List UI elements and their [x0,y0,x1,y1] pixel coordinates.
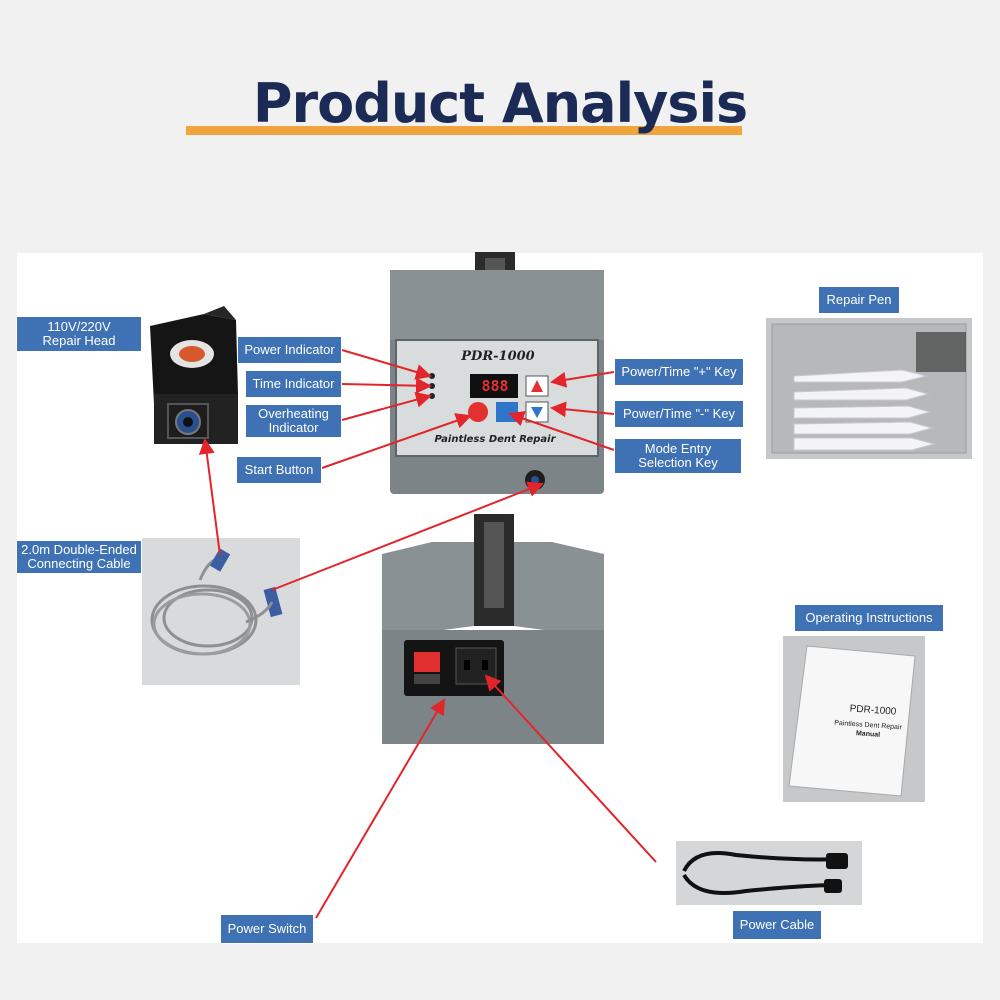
label-time-indicator: Time Indicator [245,370,342,398]
label-mode-entry-line1: Mode Entry [644,441,712,456]
label-plus-key: Power/Time "+" Key [614,358,744,386]
title-underline [186,126,742,135]
label-overheating-line2: Indicator [268,420,319,435]
label-power-cable: Power Cable [732,910,822,940]
label-overheating-indicator: Overheating Indicator [245,404,342,438]
label-minus-key: Power/Time "-" Key [614,400,744,428]
device-lcd-display: 888 [481,377,509,395]
device-back-image [382,514,604,744]
title-area: Product Analysis [0,70,1000,150]
label-repair-pen: Repair Pen [818,286,900,314]
label-connecting-cable: 2.0m Double-Ended Connecting Cable [16,540,142,574]
label-operating-instructions: Operating Instructions [794,604,944,632]
connecting-cable-image [142,538,300,685]
label-repair-head: 110V/220V Repair Head [16,316,142,352]
repair-pen-image [766,318,972,459]
label-repair-head-line1: 110V/220V [47,319,111,334]
label-repair-head-line2: Repair Head [42,333,116,348]
device-front-image [390,252,604,494]
device-model-label: PDR-1000 [461,349,535,364]
page-title: Product Analysis [252,72,748,135]
repair-head-image [142,306,242,446]
power-cable-image [676,841,862,905]
label-power-indicator: Power Indicator [237,336,342,364]
device-panel-caption: Paintless Dent Repair [434,434,556,445]
label-overheating-line1: Overheating [258,406,329,421]
label-cable-line1: 2.0m Double-Ended [21,542,137,557]
label-cable-line2: Connecting Cable [27,556,131,571]
label-mode-entry-line2: Selection Key [638,455,718,470]
operating-instructions-image [783,636,925,802]
label-power-switch: Power Switch [220,914,314,944]
label-mode-entry: Mode Entry Selection Key [614,438,742,474]
label-start-button: Start Button [236,456,322,484]
